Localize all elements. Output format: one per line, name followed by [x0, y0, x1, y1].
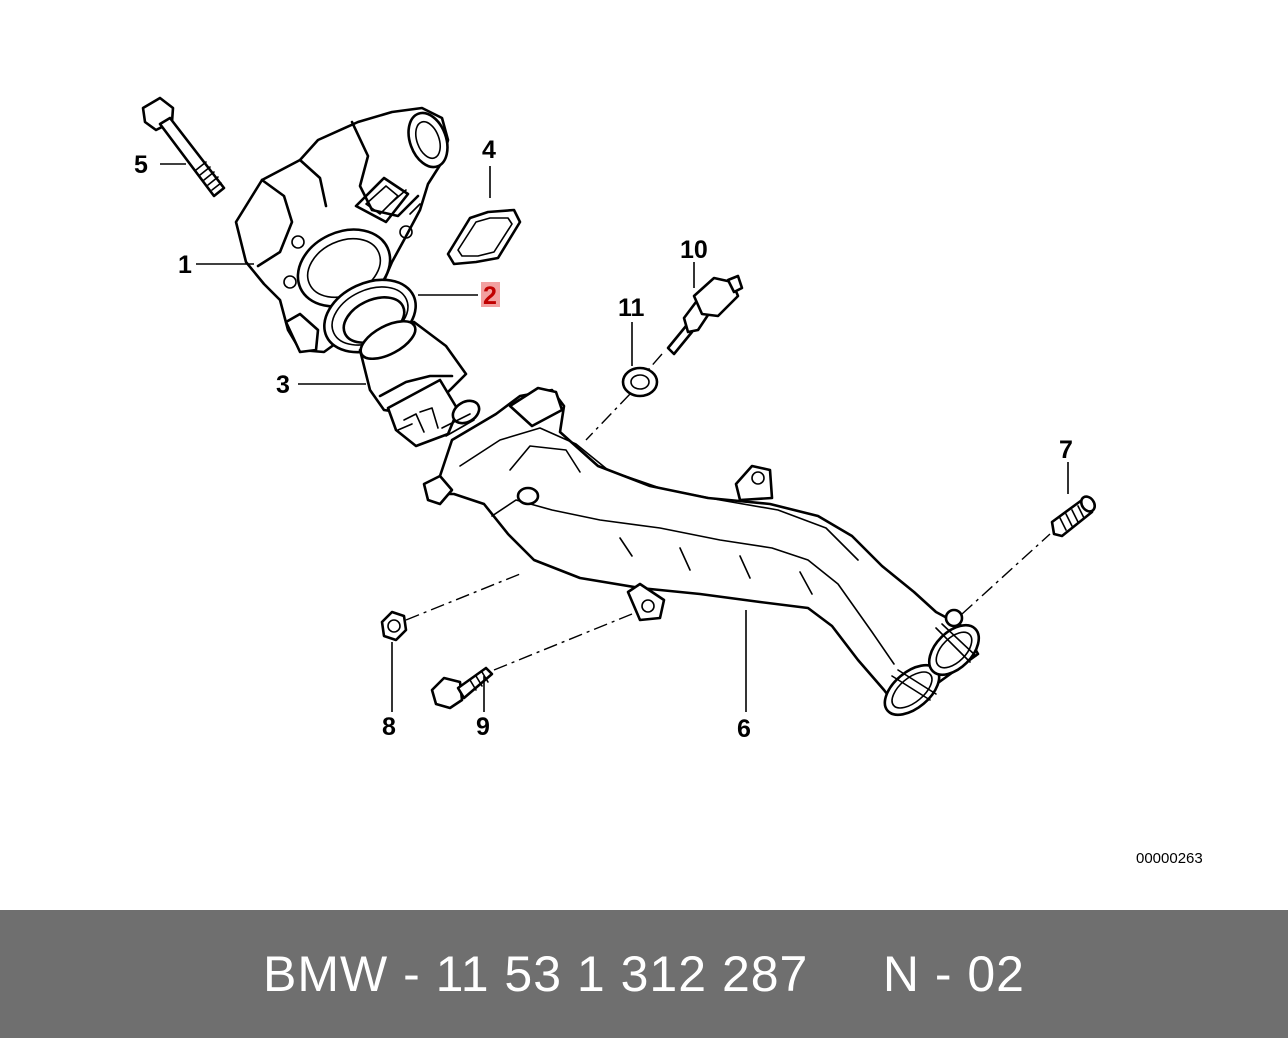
- bolt-5-drawing: [141, 96, 226, 198]
- callout-3: 3: [276, 371, 290, 399]
- parts-diagram-svg: 5 1 4 2 3 10 11 7 8 9 6 00000263: [134, 96, 1203, 867]
- sensor-10-drawing: [666, 274, 744, 356]
- nut-8-drawing: [380, 610, 408, 642]
- callout-10: 10: [680, 236, 708, 264]
- parts-diagram: 5 1 4 2 3 10 11 7 8 9 6 00000263: [134, 96, 1203, 867]
- part-number-bar: BMW - 11 53 1 312 287 N - 02: [0, 910, 1288, 1038]
- callout-4: 4: [482, 136, 496, 164]
- assembly-lines: [405, 353, 1051, 671]
- callouts: 5 1 4 2 3 10 11 7 8 9 6: [134, 136, 1073, 743]
- stud-7-drawing: [1050, 495, 1097, 538]
- catalog-number: 00000263: [1136, 850, 1203, 867]
- part-number-text: BMW - 11 53 1 312 287 N - 02: [263, 946, 1025, 1002]
- callout-1: 1: [178, 251, 192, 279]
- callout-2-highlight: [481, 282, 500, 307]
- callout-2: 2: [483, 282, 497, 310]
- leader-lines: [160, 163, 1069, 712]
- thermostat-3-drawing: [358, 319, 481, 448]
- callout-7: 7: [1059, 436, 1073, 464]
- pipe-6-drawing: [422, 386, 981, 717]
- bolt-9-drawing: [430, 666, 494, 710]
- callout-11: 11: [618, 294, 645, 322]
- gasket-4-drawing: [446, 208, 522, 266]
- washer-11-drawing: [621, 366, 659, 398]
- callout-9: 9: [476, 713, 490, 741]
- callout-5: 5: [134, 151, 148, 179]
- callout-8: 8: [382, 713, 396, 741]
- callout-6: 6: [737, 715, 751, 743]
